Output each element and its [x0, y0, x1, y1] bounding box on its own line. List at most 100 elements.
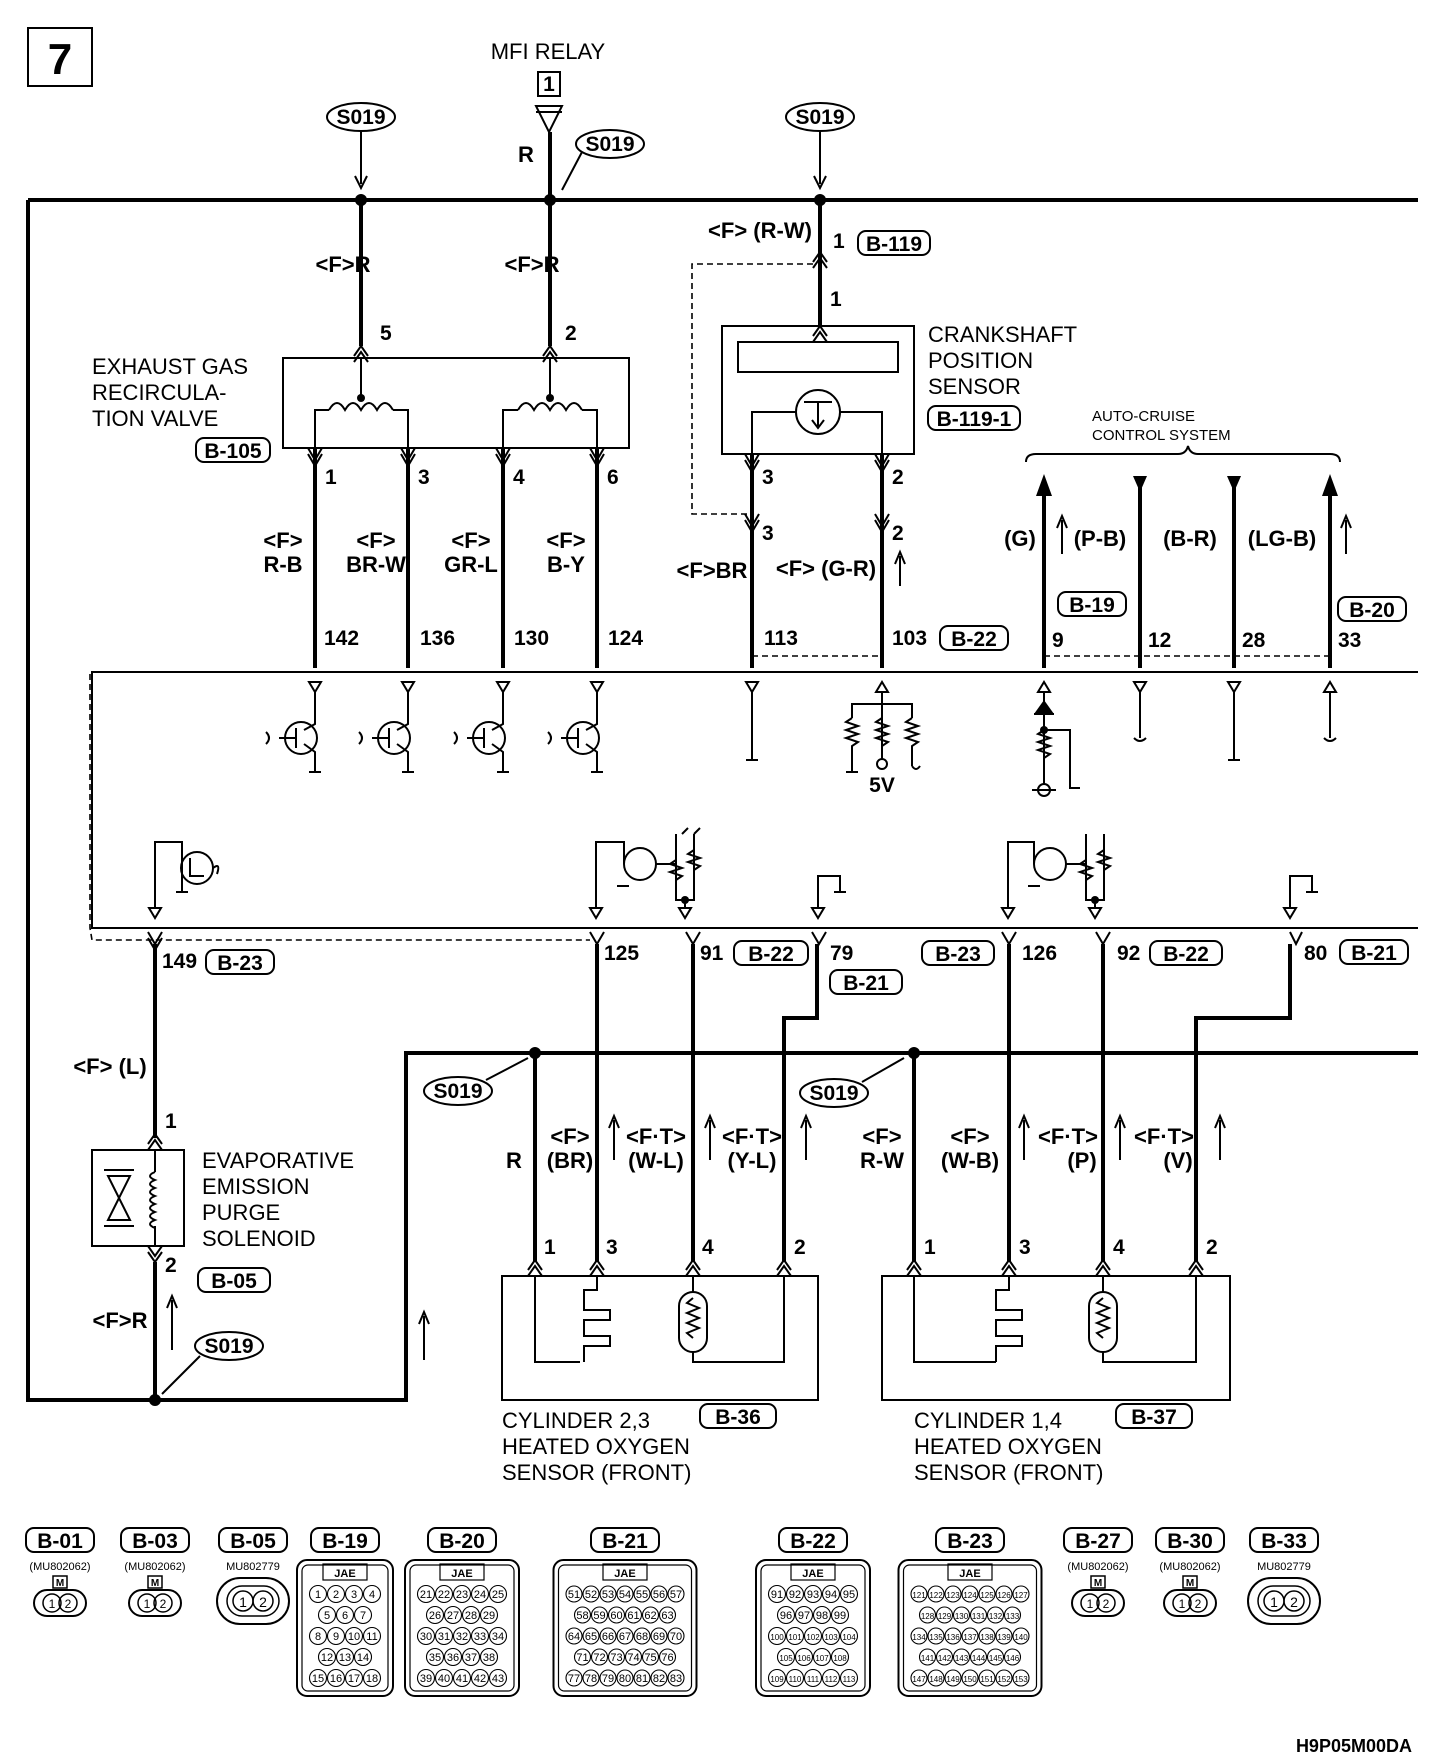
oxygen-sensor-23: R <F> (BR) <F·T> (W-L) <F·T> (Y-L) 1 3 4…	[501, 944, 819, 1485]
legend-pin: 42	[474, 1673, 486, 1685]
legend-pin: 70	[670, 1631, 682, 1643]
legend-pin: 37	[465, 1652, 477, 1664]
legend-pin: 98	[816, 1610, 828, 1622]
legend-pin: 82	[653, 1673, 665, 1685]
legend-maker: JAE	[802, 1568, 823, 1580]
legend-pin: 122	[929, 1591, 943, 1600]
legend-pin: 10	[348, 1631, 360, 1643]
legend-pin: 144	[972, 1654, 986, 1663]
egr-pin-1: 1	[325, 466, 337, 489]
legend-pin: 31	[438, 1631, 450, 1643]
egr-valve: <F>R <F>R 5 2 EXHAUST GAS RECIRCULA- TIO…	[92, 200, 630, 668]
svg-text:<F·T>: <F·T>	[1134, 1124, 1194, 1149]
svg-text:B-22: B-22	[748, 943, 794, 966]
svg-text:1: 1	[49, 1597, 56, 1611]
page-number: 7	[48, 35, 72, 84]
legend-pin: 36	[447, 1652, 459, 1664]
mfi-relay-pin: 1	[543, 73, 555, 96]
legend-pin: 101	[788, 1633, 802, 1642]
legend-pin: 2	[333, 1589, 339, 1601]
legend-pin: 34	[492, 1631, 504, 1643]
legend-pin: 131	[972, 1612, 986, 1621]
legend-pin: 130	[955, 1612, 969, 1621]
evap-connector: B-05	[211, 1270, 257, 1293]
legend-pin: 27	[447, 1610, 459, 1622]
evap-name-1: EVAPORATIVE	[202, 1148, 354, 1173]
legend-maker: JAE	[959, 1568, 980, 1580]
legend-pin: 137	[963, 1633, 977, 1642]
splice-s019-4: S019	[423, 1057, 529, 1106]
legend-pin: 7	[360, 1610, 366, 1622]
legend-pin: 55	[636, 1589, 648, 1601]
auto-cruise-connector-b20: B-20	[1349, 599, 1395, 622]
svg-text:3: 3	[762, 522, 774, 545]
ecu-five-volt: 5V	[869, 774, 895, 797]
svg-text:M: M	[1186, 1578, 1194, 1589]
legend-pin: 94	[825, 1589, 837, 1601]
legend-pin: 23	[456, 1589, 468, 1601]
egr-name-3: TION VALVE	[92, 406, 218, 431]
legend-connector-id: B-19	[322, 1530, 368, 1553]
legend-connector-id: B-33	[1261, 1530, 1307, 1553]
legend-pin: 11	[366, 1631, 377, 1643]
egr-wire-rb: R-B	[263, 552, 302, 577]
svg-text:3: 3	[606, 1236, 618, 1259]
legend-pin: 69	[653, 1631, 665, 1643]
svg-text:1: 1	[1087, 1597, 1094, 1611]
ecu-top-pins: 142 136 130 124 113 103 B-22 9 12 28 33	[324, 625, 1361, 652]
auto-cruise-wire-lgb: (LG-B)	[1248, 526, 1316, 551]
svg-text:(Y-L): (Y-L)	[728, 1148, 777, 1173]
legend-pin: 138	[980, 1633, 994, 1642]
ecu-top-connector: B-22	[951, 628, 997, 651]
legend-pin: 76	[661, 1652, 673, 1664]
legend-pin: 38	[483, 1652, 495, 1664]
o2-23-connector: B-36	[715, 1406, 761, 1429]
legend-pin: 148	[929, 1675, 943, 1684]
crank-name-2: POSITION	[928, 348, 1033, 373]
auto-cruise-name-2: CONTROL SYSTEM	[1092, 427, 1231, 444]
crank-wire-top: <F> (R-W)	[708, 218, 812, 243]
legend-pin: 53	[602, 1589, 614, 1601]
o2-23-name-2: HEATED OXYGEN	[502, 1434, 690, 1459]
svg-text:2: 2	[892, 466, 904, 489]
legend-pin: 93	[807, 1589, 819, 1601]
svg-text:2: 2	[892, 522, 904, 545]
legend-pin: 80	[619, 1673, 631, 1685]
legend-pin: 109	[770, 1675, 784, 1684]
splice-s019-3: S019	[785, 102, 855, 191]
svg-text:R-W: R-W	[860, 1148, 904, 1173]
legend-part-number: MU802779	[226, 1561, 280, 1573]
ecu-bottom-pins: 149 B-23 125 91 B-22 79 B-21 B-23 126 92…	[147, 931, 1409, 995]
legend-pin: 32	[456, 1631, 468, 1643]
crank-connector-top: B-119	[866, 233, 922, 256]
legend-pin: 141	[921, 1654, 935, 1663]
legend-part-number: (MU802062)	[29, 1561, 90, 1573]
legend-pin: 133	[1006, 1612, 1020, 1621]
legend-pin: 112	[825, 1675, 838, 1684]
svg-text:1: 1	[544, 1236, 556, 1259]
svg-text:1: 1	[1270, 1594, 1278, 1610]
legend-pin: 5	[324, 1610, 330, 1622]
egr-name-1: EXHAUST GAS	[92, 354, 248, 379]
svg-text:<F>: <F>	[950, 1124, 989, 1149]
legend-pin: 91	[771, 1589, 783, 1601]
svg-text:130: 130	[514, 627, 549, 650]
evap-name-3: PURGE	[202, 1200, 280, 1225]
svg-text:<F>: <F>	[546, 528, 585, 553]
legend-pin: 124	[963, 1591, 977, 1600]
svg-text:4: 4	[1113, 1236, 1125, 1259]
legend-pin: 9	[333, 1631, 339, 1643]
svg-text:1: 1	[144, 1597, 151, 1611]
svg-text:(W-B): (W-B)	[941, 1148, 999, 1173]
legend-pin: 150	[963, 1675, 977, 1684]
legend-pin: 142	[938, 1654, 952, 1663]
egr-wire-brw: BR-W	[346, 552, 406, 577]
svg-text:113: 113	[764, 627, 798, 650]
legend-pin: 110	[789, 1675, 802, 1684]
legend-pin: 153	[1014, 1675, 1028, 1684]
svg-text:124: 124	[608, 627, 643, 650]
egr-wire-grl: GR-L	[444, 552, 498, 577]
legend-pin: 103	[824, 1633, 838, 1642]
legend-pin: 62	[644, 1610, 656, 1622]
